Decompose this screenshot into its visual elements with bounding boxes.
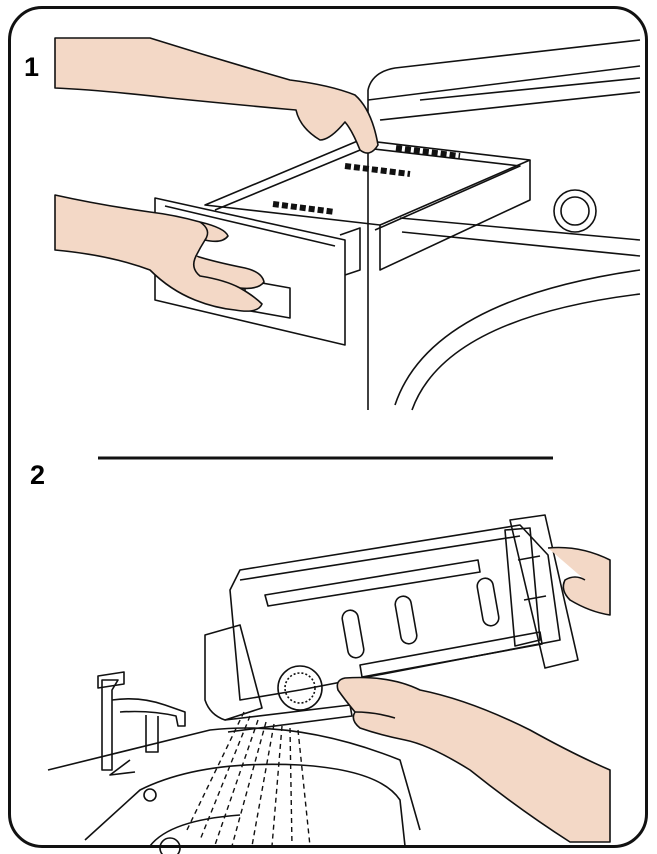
step-1-number: 1 <box>24 52 40 82</box>
faucet-icon <box>97 671 186 776</box>
step-2-number: 2 <box>30 460 46 490</box>
hand-icon <box>54 194 265 312</box>
sink-icon <box>47 727 421 854</box>
step-1-illustration <box>54 37 641 411</box>
water-stream-icon <box>185 711 311 847</box>
step-2-illustration <box>47 514 611 854</box>
detergent-drawer-icon <box>204 514 579 733</box>
hand-icon <box>336 676 611 843</box>
detergent-drawer-icon <box>154 139 531 346</box>
hand-icon <box>54 37 379 154</box>
hand-icon <box>547 546 611 616</box>
washing-machine-icon <box>367 39 641 411</box>
